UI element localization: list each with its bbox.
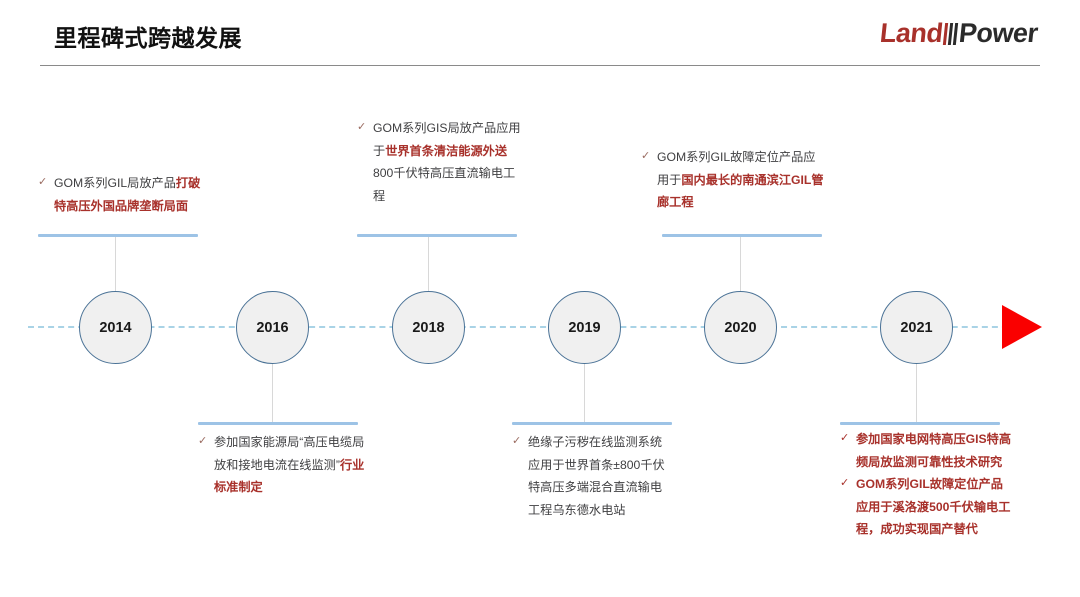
logo-power-text: Power xyxy=(957,18,1040,48)
check-icon: ✓ xyxy=(198,435,208,447)
milestone-text-2020: ✓ GOM系列GIL故障定位产品应用于国内最长的南通滨江GIL管廊工程 xyxy=(641,146,826,214)
milestone-text-2019: ✓ 绝缘子污秽在线监测系统应用于世界首条±800千伏特高压多端混合直流输电工程乌东… xyxy=(512,431,672,521)
timeline-axis xyxy=(28,326,1028,328)
brand-logo: Land Power xyxy=(878,18,1040,48)
logo-bars-icon xyxy=(943,22,959,45)
list-item: ✓ GOM系列GIL局放产品打破特高压外国品牌垄断局面 xyxy=(38,172,208,217)
timeline-node-label: 2014 xyxy=(99,319,132,336)
timeline-node-2014[interactable]: 2014 xyxy=(79,291,152,364)
milestone-highlight-text: 世界首条清洁能源外送 xyxy=(385,143,508,158)
connector-stem-2020 xyxy=(740,236,741,292)
timeline-node-2021[interactable]: 2021 xyxy=(880,291,953,364)
logo-land-text: Land xyxy=(878,18,945,48)
list-item: ✓ GOM系列GIL故障定位产品应用于溪洛渡500千伏输电工程，成功实现国产替代 xyxy=(840,473,1012,541)
connector-stem-2018 xyxy=(428,236,429,292)
timeline-node-label: 2020 xyxy=(724,319,757,336)
right-triangle-arrow-icon xyxy=(1002,305,1042,349)
timeline-node-label: 2016 xyxy=(256,319,289,336)
milestone-text-2016: ✓ 参加国家能源局“高压电缆局放和接地电流在线监测”行业标准制定 xyxy=(198,431,366,499)
connector-bar-2018 xyxy=(357,234,517,237)
check-icon: ✓ xyxy=(840,432,850,444)
connector-bar-2019 xyxy=(512,422,672,425)
connector-bar-2020 xyxy=(662,234,822,237)
check-icon: ✓ xyxy=(512,435,522,447)
header-divider xyxy=(40,65,1040,66)
connector-stem-2021 xyxy=(916,364,917,423)
check-icon: ✓ xyxy=(840,477,850,490)
milestone-plain-text: 参加国家能源局“高压电缆局放和接地电流在线监测” xyxy=(214,435,365,472)
milestone-item-text: GOM系列GIL故障定位产品应用于溪洛渡500千伏输电工程，成功实现国产替代 xyxy=(856,477,1011,537)
check-icon: ✓ xyxy=(357,121,367,133)
timeline-node-label: 2019 xyxy=(568,319,601,336)
check-icon: ✓ xyxy=(38,176,48,188)
connector-bar-2016 xyxy=(198,422,358,425)
milestone-plain-text: GOM系列GIL故障定位产品应用于 xyxy=(657,150,816,187)
list-item: ✓ 绝缘子污秽在线监测系统应用于世界首条±800千伏特高压多端混合直流输电工程乌东… xyxy=(512,431,672,521)
connector-stem-2014 xyxy=(115,236,116,292)
timeline-node-2020[interactable]: 2020 xyxy=(704,291,777,364)
milestone-plain-text: GOM系列GIS局放产品应用于 xyxy=(373,121,521,158)
milestone-plain-text-2: 800千伏特高压直流输电工程 xyxy=(373,166,516,203)
connector-bar-2021 xyxy=(840,422,1000,425)
connector-stem-2016 xyxy=(272,364,273,423)
timeline-node-2018[interactable]: 2018 xyxy=(392,291,465,364)
timeline-node-2019[interactable]: 2019 xyxy=(548,291,621,364)
milestone-highlight-text: 打破特高压外国品牌垄断局面 xyxy=(54,176,201,213)
page-title: 里程碑式跨越发展 xyxy=(54,25,242,51)
list-item: ✓ GOM系列GIL故障定位产品应用于国内最长的南通滨江GIL管廊工程 xyxy=(641,146,826,214)
check-icon: ✓ xyxy=(641,150,651,162)
list-item: ✓ 参加国家电网特高压GIS特高频局放监测可靠性技术研究 xyxy=(840,428,1012,473)
connector-bar-2014 xyxy=(38,234,198,237)
timeline-node-2016[interactable]: 2016 xyxy=(236,291,309,364)
milestone-highlight-text: 行业标准制定 xyxy=(214,457,365,495)
milestone-text-2014: ✓ GOM系列GIL局放产品打破特高压外国品牌垄断局面 xyxy=(38,172,208,217)
milestone-text-2021: ✓ 参加国家电网特高压GIS特高频局放监测可靠性技术研究 ✓ GOM系列GIL故障定… xyxy=(840,428,1012,541)
milestone-text-2018: ✓ GOM系列GIS局放产品应用于世界首条清洁能源外送 800千伏特高压直流输电工程 xyxy=(357,117,522,207)
milestone-item-text: 参加国家电网特高压GIS特高频局放监测可靠性技术研究 xyxy=(856,432,1012,469)
timeline-node-label: 2018 xyxy=(412,319,445,336)
timeline-node-label: 2021 xyxy=(900,319,933,336)
milestone-highlight-text: 国内最长的南通滨江GIL管廊工程 xyxy=(657,172,824,210)
milestone-plain-text: GOM系列GIL局放产品 xyxy=(54,176,176,190)
milestone-plain-text: 绝缘子污秽在线监测系统应用于世界首条±800千伏特高压多端混合直流输电工程乌东德… xyxy=(528,435,665,517)
connector-stem-2019 xyxy=(584,364,585,423)
list-item: ✓ GOM系列GIS局放产品应用于世界首条清洁能源外送 800千伏特高压直流输电工程 xyxy=(357,117,522,207)
list-item: ✓ 参加国家能源局“高压电缆局放和接地电流在线监测”行业标准制定 xyxy=(198,431,366,499)
